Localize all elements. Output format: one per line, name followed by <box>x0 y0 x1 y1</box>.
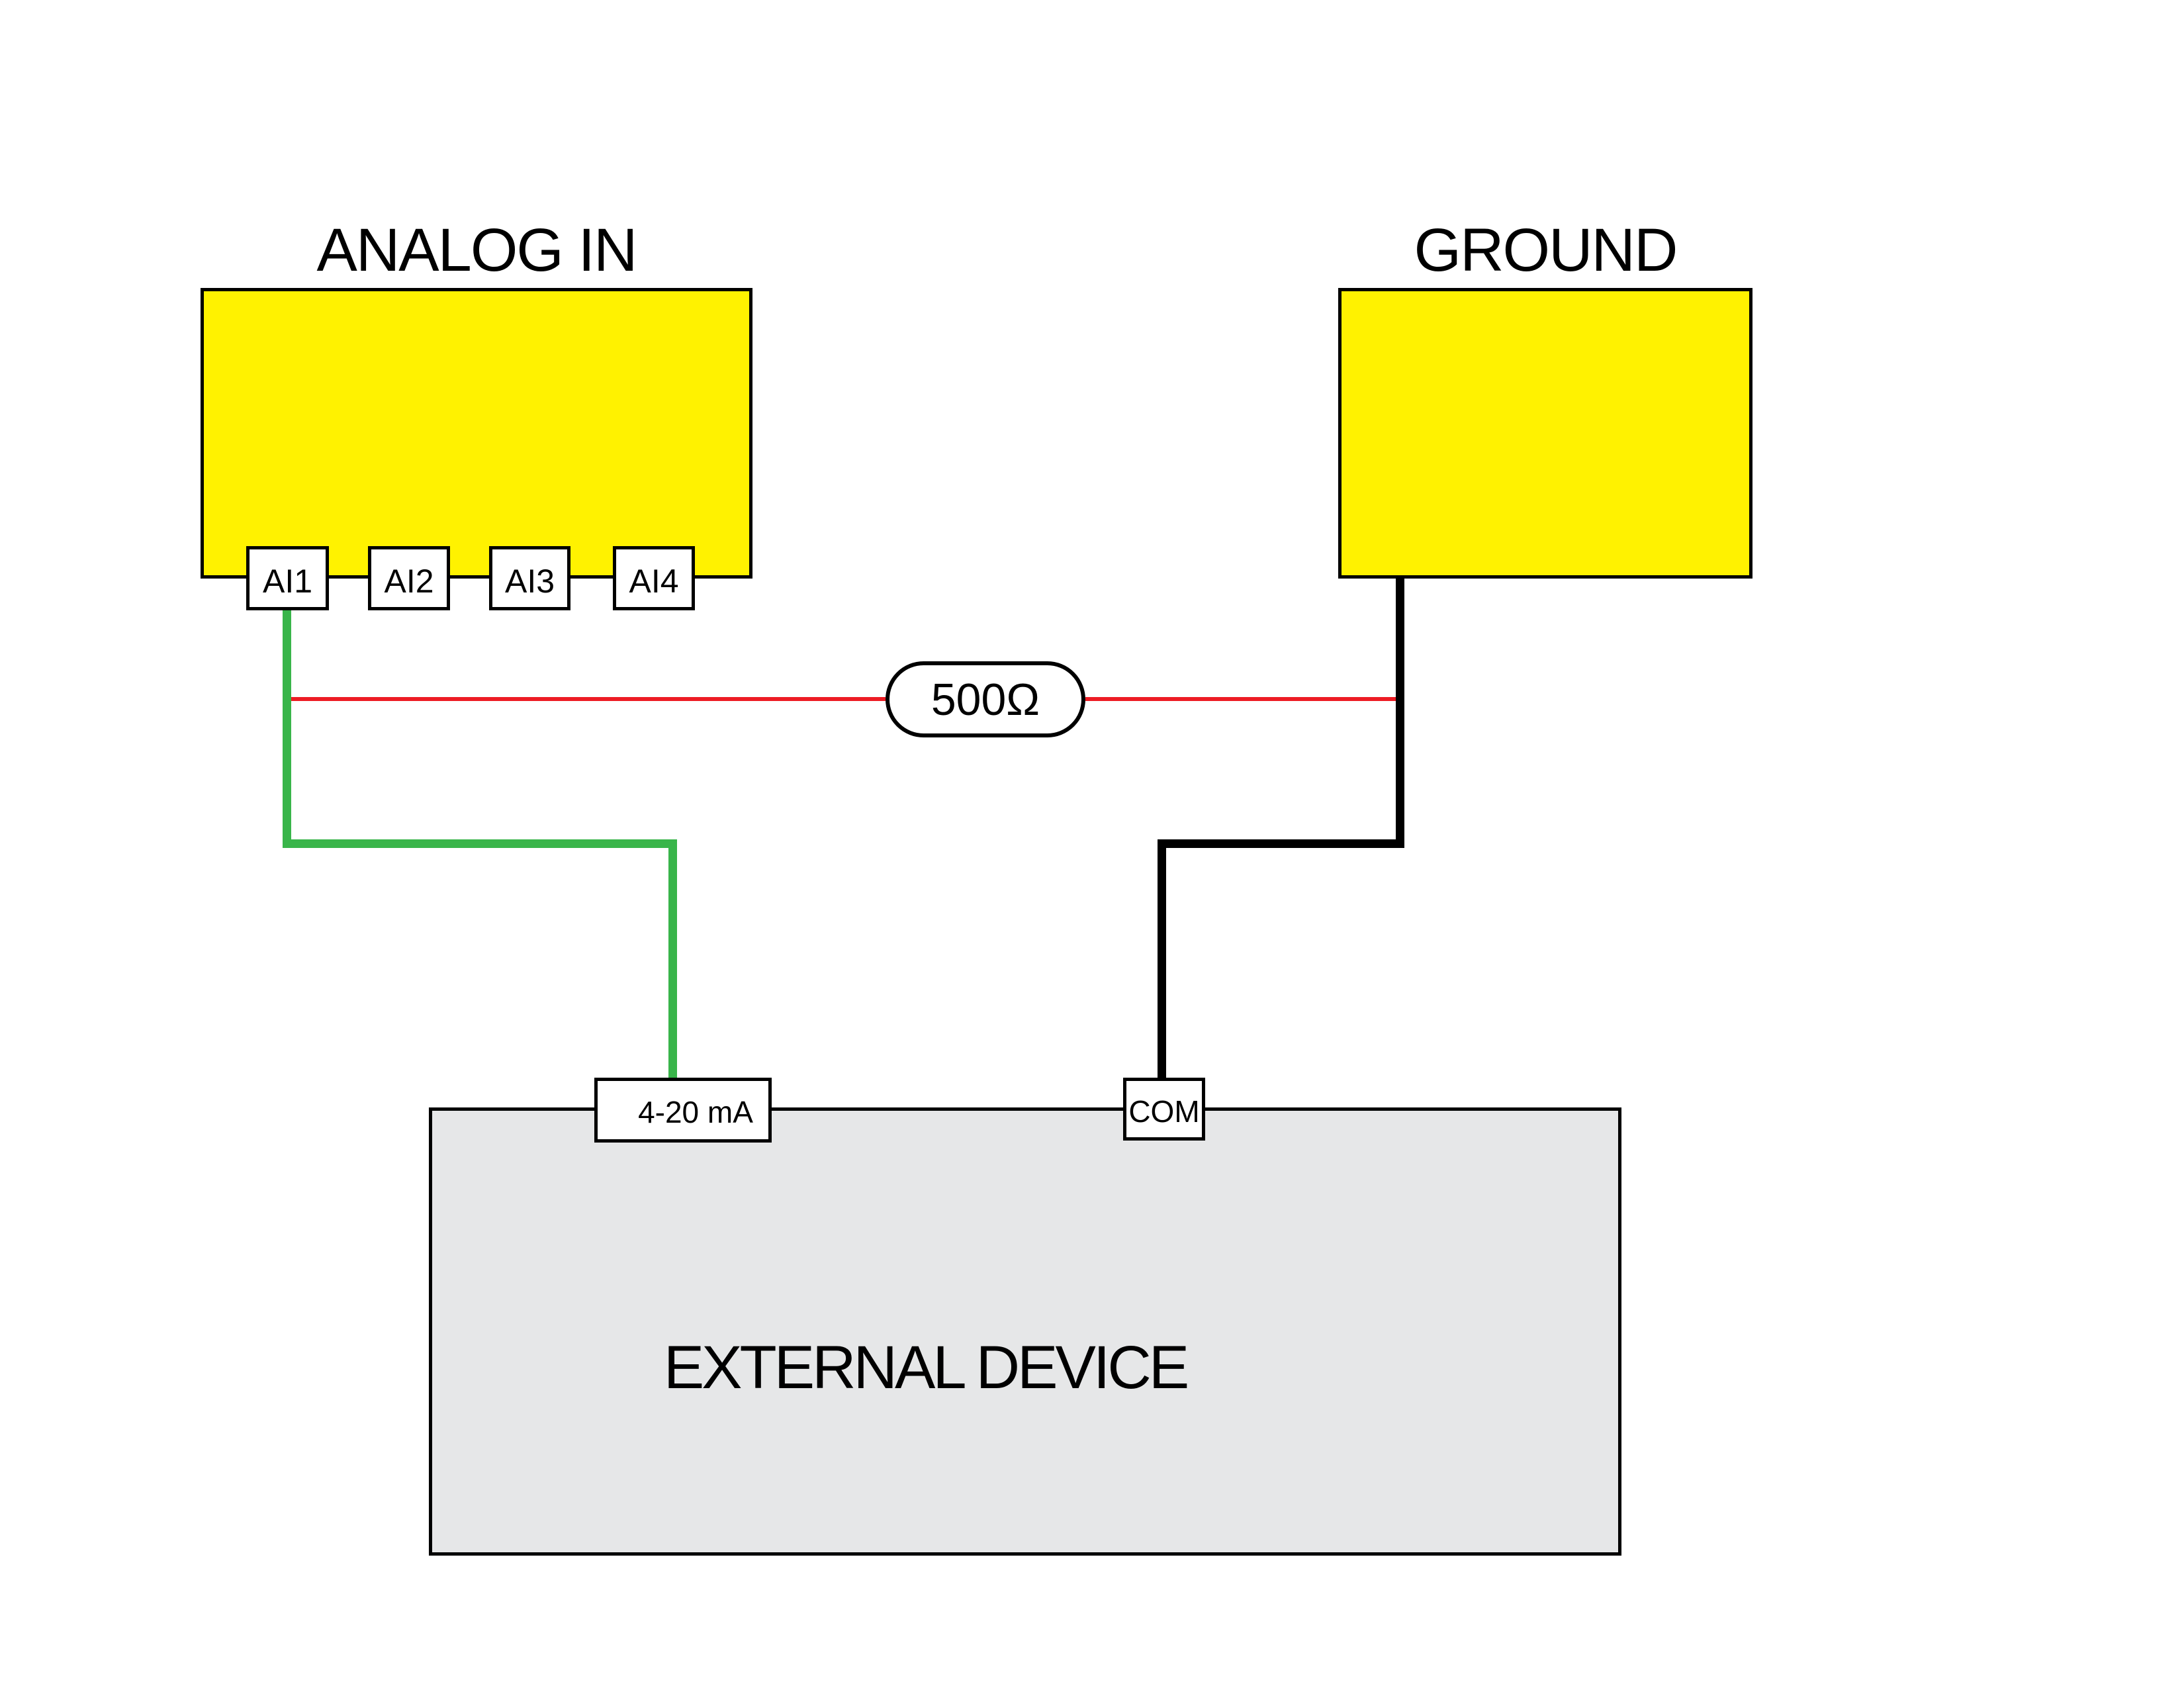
terminal-ai3-label: AI3 <box>504 562 555 600</box>
resistor-500-ohm: 500Ω <box>886 661 1085 737</box>
terminal-ai1: AI1 <box>246 546 329 610</box>
black-wire-vertical-1 <box>1396 579 1404 848</box>
external-device-box <box>429 1107 1621 1556</box>
terminal-ai2: AI2 <box>368 546 450 610</box>
resistor-label: 500Ω <box>931 674 1040 725</box>
terminal-ai1-label: AI1 <box>262 562 313 600</box>
ground-box <box>1338 288 1752 579</box>
terminal-ai4: AI4 <box>613 546 695 610</box>
resistor-wire-red-left <box>285 697 886 701</box>
ground-title: GROUND <box>1414 216 1678 284</box>
terminal-4-20ma-label: 4-20 mA <box>638 1095 753 1129</box>
resistor-wire-red-right <box>1085 697 1400 701</box>
terminal-ai3: AI3 <box>489 546 570 610</box>
terminal-4-20ma: 4-20 mA <box>594 1078 772 1143</box>
black-wire-vertical-2 <box>1158 839 1166 1078</box>
black-wire-horizontal <box>1158 839 1404 848</box>
external-device-title: EXTERNAL DEVICE <box>663 1334 1189 1401</box>
terminal-ai4-label: AI4 <box>629 562 679 600</box>
green-wire-vertical-2 <box>668 839 677 1078</box>
terminal-ai2-label: AI2 <box>384 562 434 600</box>
green-wire-horizontal <box>283 839 677 848</box>
green-wire-vertical-1 <box>283 610 291 848</box>
terminal-com-label: COM <box>1128 1094 1200 1129</box>
terminal-com: COM <box>1123 1078 1205 1141</box>
analog-in-box <box>201 288 752 579</box>
analog-in-title: ANALOG IN <box>316 216 637 284</box>
